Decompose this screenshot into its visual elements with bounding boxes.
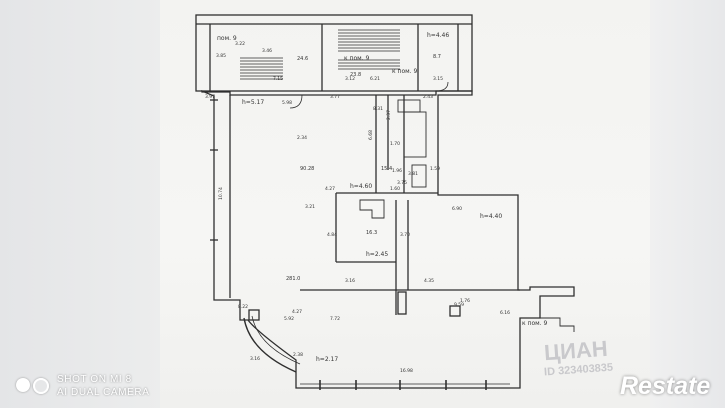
area-left-stairs: 24.6 bbox=[297, 56, 308, 62]
column-3 bbox=[248, 309, 260, 321]
dimension-label: 2.43 bbox=[423, 94, 433, 100]
height-small-label: h=2.45 bbox=[366, 251, 388, 258]
dimension-label: 1.96 bbox=[392, 168, 402, 174]
dimension-label: 3.81 bbox=[408, 171, 418, 177]
curved-facade bbox=[243, 317, 297, 373]
dimension-label: 1.60 bbox=[390, 186, 400, 192]
area-inner-room: 16.3 bbox=[366, 230, 377, 236]
dimension-label: 4.84 bbox=[327, 232, 337, 238]
room-9-left-label: пом. 9 bbox=[217, 35, 237, 42]
height-mid-label: h=4.60 bbox=[350, 183, 372, 190]
dimension-label: 7.15 bbox=[273, 76, 283, 82]
inner-stair bbox=[359, 199, 385, 219]
room-9-lower-label: к пом. 9 bbox=[522, 320, 547, 327]
dimension-label: 2.38 bbox=[293, 352, 303, 358]
dimension-label: 8.31 bbox=[373, 106, 383, 112]
left-stair-hatch bbox=[240, 57, 283, 80]
dimension-label: 3.12 bbox=[345, 76, 355, 82]
dimension-label: 8.22 bbox=[238, 304, 248, 310]
dimension-label: 10.74 bbox=[218, 187, 224, 200]
dimension-label: 3.97 bbox=[205, 94, 215, 100]
dimension-label: 3.75 bbox=[397, 180, 407, 186]
dimension-label: 3.16 bbox=[250, 356, 260, 362]
dimension-label: 3.22 bbox=[235, 41, 245, 47]
height-bottom-label: h=2.17 bbox=[316, 356, 338, 363]
height-right-top-label: h=4.46 bbox=[427, 32, 449, 39]
dimension-label: 1.59 bbox=[430, 166, 440, 172]
right-steps bbox=[540, 317, 575, 332]
dimension-label: 6.68 bbox=[368, 130, 374, 140]
dimension-label: 4.27 bbox=[325, 186, 335, 192]
dimension-label: 5.98 bbox=[282, 100, 292, 106]
height-right-label: h=4.40 bbox=[480, 213, 502, 220]
camera-watermark: SHOT ON MI 8 AI DUAL CAMERA bbox=[16, 370, 150, 402]
dimension-label: 5.92 bbox=[284, 316, 294, 322]
dimension-label: 3.70 bbox=[400, 232, 410, 238]
dimension-label: 4.27 bbox=[292, 309, 302, 315]
camera-line-1: SHOT ON MI 8 bbox=[57, 374, 132, 385]
center-stair-hatch bbox=[338, 29, 400, 70]
camera-logo-icon bbox=[16, 378, 49, 394]
dimension-label: 6.21 bbox=[370, 76, 380, 82]
dimension-label: 7.72 bbox=[330, 316, 340, 322]
area-small-room: 15.4 bbox=[381, 166, 392, 172]
dimension-label: 6.16 bbox=[500, 310, 510, 316]
column-1 bbox=[397, 291, 407, 315]
dimension-label: 3.77 bbox=[330, 94, 340, 100]
dimension-label: 2.37 bbox=[386, 110, 392, 120]
area-center-stairs: 23.8 bbox=[350, 72, 361, 78]
dimension-label: 3.46 bbox=[262, 48, 272, 54]
main-outline bbox=[201, 90, 575, 389]
top-wing-outline bbox=[195, 14, 473, 92]
column-2 bbox=[449, 305, 461, 317]
photo-left-margin bbox=[0, 0, 163, 408]
height-main-label: h=5.17 bbox=[242, 99, 264, 106]
area-main: 90.28 bbox=[300, 166, 314, 172]
dimension-label: 3.15 bbox=[433, 76, 443, 82]
room-9-right-label: к пом. 9 bbox=[392, 68, 417, 75]
dimension-label: 9.59 bbox=[454, 302, 464, 308]
area-right-top: 8.7 bbox=[433, 54, 441, 60]
dimension-label: 1.70 bbox=[390, 141, 400, 147]
dimension-labels: 3.85 3.46 3.22 7.15 6.21 3.12 3.15 3.97 5.98 3.77… bbox=[205, 41, 510, 374]
dimension-label: 16.98 bbox=[400, 368, 413, 374]
dimension-label: 4.35 bbox=[424, 278, 434, 284]
window-ticks bbox=[319, 380, 487, 390]
paper-sheet bbox=[160, 0, 650, 408]
restate-logo: Restate bbox=[620, 372, 711, 400]
dimension-label: 3.85 bbox=[216, 53, 226, 59]
dimension-label: 3.21 bbox=[305, 204, 315, 210]
camera-line-2: AI DUAL CAMERA bbox=[57, 387, 150, 398]
area-lower-main: 281.0 bbox=[286, 276, 300, 282]
dimension-label: 3.16 bbox=[345, 278, 355, 284]
dimension-label: 2.34 bbox=[297, 135, 307, 141]
room-9-center-label: к пом. 9 bbox=[344, 55, 369, 62]
dimension-label: 6.90 bbox=[452, 206, 462, 212]
photo-right-margin bbox=[640, 0, 725, 408]
dimension-label: 1.76 bbox=[460, 298, 470, 304]
